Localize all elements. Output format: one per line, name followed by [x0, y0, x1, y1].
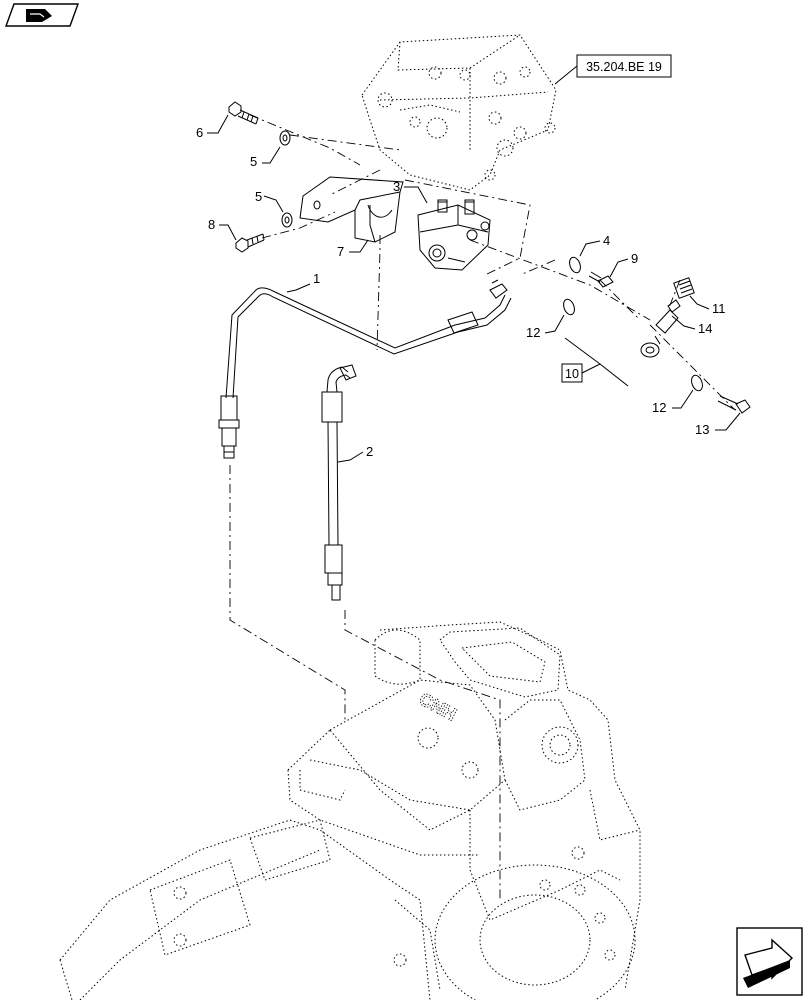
svg-text:1: 1: [313, 271, 320, 286]
callout-6: 6: [196, 114, 229, 140]
group-reference-box[interactable]: 10: [561, 337, 629, 387]
svg-text:13: 13: [695, 422, 709, 437]
valve-part-3: [417, 199, 491, 271]
callout-12-lower: 12: [652, 389, 694, 415]
svg-text:3: 3: [393, 179, 400, 194]
svg-text:5: 5: [255, 189, 262, 204]
hose-part-2: [321, 364, 357, 601]
callout-4: 4: [579, 233, 610, 257]
assembly-centerlines: [229, 114, 736, 900]
svg-text:7: 7: [337, 244, 344, 259]
callout-5-lower: 5: [255, 189, 284, 213]
bolt-part-9: [588, 271, 614, 288]
svg-text:11: 11: [712, 301, 726, 316]
group-reference-label: 10: [565, 367, 579, 381]
svg-text:14: 14: [698, 321, 712, 336]
callout-14: 14: [671, 315, 712, 336]
bolt-part-6: [228, 101, 259, 125]
fitting-part-14: [640, 299, 681, 358]
callout-3: 3: [393, 179, 428, 204]
embossed-cnh-logo: CNH: [416, 689, 460, 725]
o-ring-part-12-upper: [563, 298, 575, 316]
control-valve-block: [361, 34, 557, 191]
pipe-part-1: [218, 279, 512, 459]
callout-13: 13: [695, 412, 741, 437]
bolt-part-8: [235, 233, 265, 253]
svg-text:6: 6: [196, 125, 203, 140]
svg-text:8: 8: [208, 217, 215, 232]
svg-text:12: 12: [652, 400, 666, 415]
previous-page-icon[interactable]: [5, 3, 79, 27]
callout-2: 2: [337, 444, 373, 463]
svg-text:9: 9: [631, 251, 638, 266]
cap-part-11: [673, 277, 695, 299]
reference-link-box[interactable]: 35.204.BE 19: [554, 54, 672, 85]
washer-part-5-lower: [281, 212, 293, 228]
bracket-part-7: [299, 176, 404, 243]
callout-11: 11: [689, 295, 726, 316]
svg-text:4: 4: [603, 233, 610, 248]
callout-9: 9: [609, 251, 638, 278]
o-ring-part-4: [569, 256, 581, 274]
svg-text:5: 5: [250, 154, 257, 169]
callout-8: 8: [208, 217, 237, 241]
bolt-part-13: [717, 395, 751, 414]
callout-1: 1: [286, 271, 320, 293]
svg-text:12: 12: [526, 325, 540, 340]
callout-5-upper: 5: [250, 146, 281, 169]
transmission-housing: [59, 621, 641, 1000]
reference-label: 35.204.BE 19: [586, 60, 662, 74]
callout-7: 7: [337, 239, 369, 259]
svg-text:2: 2: [366, 444, 373, 459]
next-page-icon[interactable]: [736, 927, 803, 996]
o-ring-part-12-lower: [691, 374, 703, 392]
callout-12-upper: 12: [526, 314, 565, 340]
washer-part-5-upper: [279, 130, 291, 146]
